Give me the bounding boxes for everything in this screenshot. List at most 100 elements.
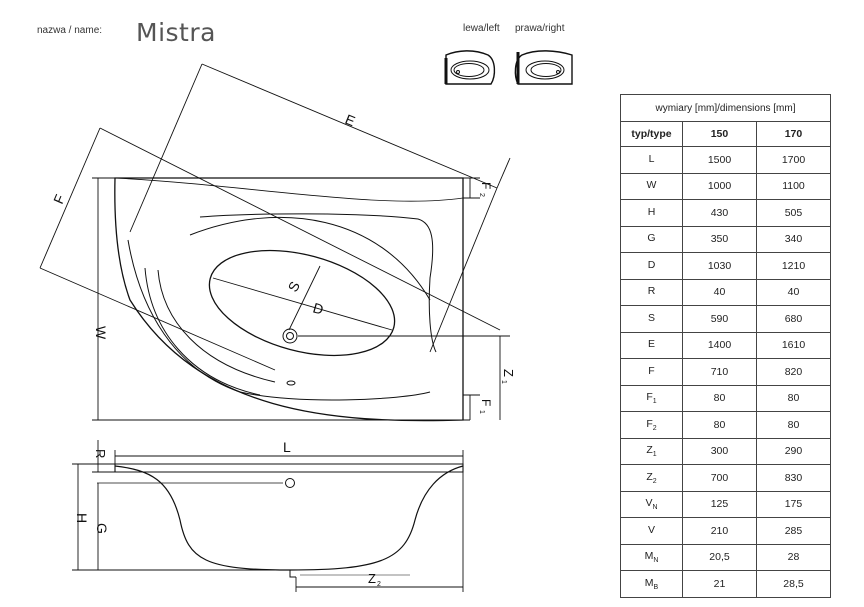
- value-cell-170: 340: [755, 225, 832, 253]
- value-cell-150: 80: [682, 384, 757, 412]
- right-variant-label: prawa/right: [515, 23, 565, 34]
- label-F2: F: [479, 182, 493, 189]
- left-variant-label: lewa/left: [463, 23, 500, 34]
- dimension-lines-top: [39, 63, 511, 421]
- label-F2-sub: 2: [478, 193, 485, 197]
- value-cell-150: 710: [682, 358, 757, 386]
- value-cell-170: 175: [755, 490, 832, 518]
- value-cell-150: 1400: [682, 331, 757, 359]
- col-head-170: 170: [755, 121, 832, 147]
- value-cell-150: 21: [682, 570, 757, 598]
- name-label: nazwa / name:: [37, 25, 103, 36]
- label-Z1: Z: [501, 369, 516, 377]
- value-cell-170: 820: [755, 358, 832, 386]
- value-cell-170: 1610: [755, 331, 832, 359]
- right-variant-icon: [514, 50, 573, 85]
- value-cell-170: 40: [755, 278, 832, 306]
- value-cell-170: 80: [755, 384, 832, 412]
- value-cell-150: 80: [682, 411, 757, 439]
- value-cell-150: 1030: [682, 252, 757, 280]
- label-Z2-sub: 2: [377, 581, 381, 588]
- left-variant-icon: [444, 50, 496, 85]
- label-F1-sub: 1: [478, 410, 485, 414]
- label-G: G: [94, 523, 110, 534]
- value-cell-150: 40: [682, 278, 757, 306]
- value-cell-150: 1000: [682, 172, 757, 200]
- label-E: E: [343, 111, 358, 129]
- dimension-lines-side: [72, 440, 464, 592]
- value-cell-150: 590: [682, 305, 757, 333]
- label-D: D: [311, 300, 325, 318]
- table-title: wymiary [mm]/dimensions [mm]: [620, 94, 831, 122]
- value-cell-170: 1700: [755, 146, 832, 174]
- value-cell-150: 300: [682, 437, 757, 465]
- param-cell: S: [620, 305, 683, 333]
- model-name: Mistra: [136, 18, 216, 47]
- value-cell-150: 700: [682, 464, 757, 492]
- param-cell: W: [620, 172, 683, 200]
- param-cell: G: [620, 225, 683, 253]
- value-cell-170: 285: [755, 517, 832, 545]
- param-cell: Z2: [620, 464, 683, 492]
- label-F: F: [50, 192, 68, 206]
- label-H: H: [74, 513, 90, 523]
- value-cell-150: 20,5: [682, 543, 757, 571]
- col-head-type: typ/type: [620, 121, 683, 147]
- param-cell: R: [620, 278, 683, 306]
- param-cell: D: [620, 252, 683, 280]
- label-Z1-sub: 1: [500, 380, 507, 384]
- param-cell: MB: [620, 570, 683, 598]
- value-cell-150: 125: [682, 490, 757, 518]
- value-cell-170: 28,5: [755, 570, 832, 598]
- label-Z2: Z: [368, 571, 376, 586]
- value-cell-170: 680: [755, 305, 832, 333]
- value-cell-170: 1210: [755, 252, 832, 280]
- label-S: S: [285, 279, 304, 295]
- param-cell: F: [620, 358, 683, 386]
- value-cell-170: 290: [755, 437, 832, 465]
- value-cell-170: 28: [755, 543, 832, 571]
- value-cell-170: 1100: [755, 172, 832, 200]
- param-cell: E: [620, 331, 683, 359]
- value-cell-150: 1500: [682, 146, 757, 174]
- param-cell: MN: [620, 543, 683, 571]
- param-cell: H: [620, 199, 683, 227]
- label-R: R: [93, 449, 108, 458]
- value-cell-170: 505: [755, 199, 832, 227]
- bathtub-top-view: [114, 177, 464, 422]
- param-cell: VN: [620, 490, 683, 518]
- param-cell: L: [620, 146, 683, 174]
- value-cell-170: 830: [755, 464, 832, 492]
- dimensions-table: wymiary [mm]/dimensions [mm] typ/type 15…: [620, 94, 832, 598]
- value-cell-150: 350: [682, 225, 757, 253]
- label-F1: F: [479, 399, 493, 406]
- param-cell: F1: [620, 384, 683, 412]
- param-cell: Z1: [620, 437, 683, 465]
- param-cell: F2: [620, 411, 683, 439]
- dimension-labels-top: E F W S D F 2 F 1 Z 1: [50, 111, 516, 414]
- value-cell-170: 80: [755, 411, 832, 439]
- param-cell: V: [620, 517, 683, 545]
- dimension-labels-side: L R H G Z 2: [74, 439, 381, 588]
- label-W: W: [93, 326, 109, 340]
- bathtub-side-view: [97, 463, 464, 578]
- value-cell-150: 210: [682, 517, 757, 545]
- label-L: L: [283, 439, 291, 455]
